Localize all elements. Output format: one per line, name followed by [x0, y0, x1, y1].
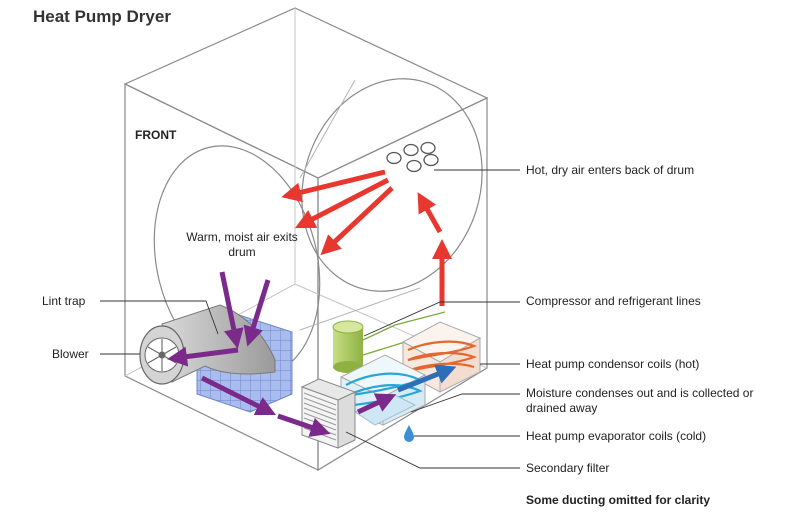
filter-label: Secondary filter: [526, 461, 610, 475]
hot-air-label: Hot, dry air enters back of drum: [526, 163, 695, 177]
moisture-label: Moisture condenses out and is collected …: [526, 386, 754, 415]
cold-air-arrow: [397, 364, 457, 393]
leader-lint-trap: [100, 300, 219, 335]
drum: [153, 78, 483, 379]
hot-air-arrow: [417, 192, 443, 234]
moist-air-arrow: [200, 375, 277, 416]
diagram-title: Heat Pump Dryer: [33, 7, 171, 26]
moist-air-arrow: [219, 271, 244, 349]
hot-air-arrow: [281, 169, 386, 203]
leader-lines: [100, 169, 520, 469]
hot-air-arrow: [320, 186, 394, 256]
moist-air-arrow: [356, 393, 397, 415]
hot-air-arrow: [295, 177, 390, 229]
lint-trap-label: Lint trap: [42, 294, 86, 308]
warm-air-label: Warm, moist air exits drum: [186, 230, 298, 259]
drum-back-wall: [301, 78, 483, 292]
moist-air-arrow: [243, 279, 271, 347]
leader-filter: [345, 431, 520, 469]
front-label: FRONT: [135, 128, 177, 142]
hot-air-arrows: [281, 169, 452, 306]
compressor: [332, 320, 364, 373]
blower-label: Blower: [52, 347, 89, 361]
condensor-label: Heat pump condensor coils (hot): [526, 357, 700, 371]
drum-edges: [299, 79, 421, 331]
moist-air-arrow: [277, 413, 331, 437]
evaporator-coils: [339, 354, 427, 426]
drum-vent-holes: [386, 141, 439, 173]
refrigerant-lines: [362, 311, 446, 356]
evaporator-label: Heat pump evaporator coils (cold): [526, 429, 707, 443]
leader-moisture: [410, 393, 520, 413]
water-drop-icon: [404, 425, 414, 442]
leader-compressor: [363, 301, 520, 337]
moist-air-arrow: [167, 346, 239, 367]
note-label: Some ducting omitted for clarity: [526, 493, 711, 507]
secondary-filter: [300, 378, 357, 449]
condensor-coils: [401, 321, 482, 393]
moist-air-arrows: [167, 271, 397, 437]
compressor-label: Compressor and refrigerant lines: [526, 294, 701, 308]
